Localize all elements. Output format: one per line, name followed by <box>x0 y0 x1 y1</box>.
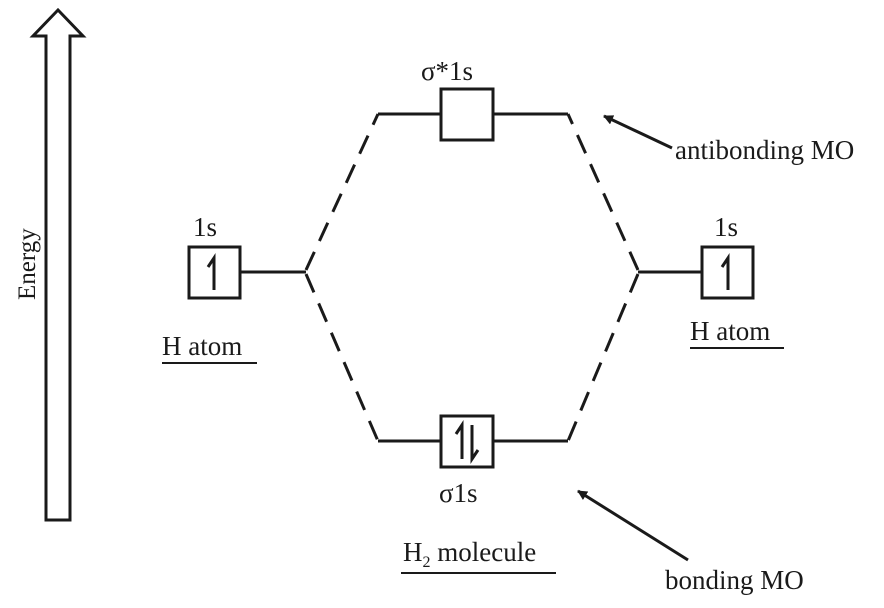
energy-axis-label: Energy <box>14 228 41 300</box>
bonding-annotation: bonding MO <box>665 565 804 595</box>
bonding-pointer-arrow <box>577 489 689 562</box>
antibonding-annotation: antibonding MO <box>675 135 854 165</box>
energy-axis-arrow <box>29 7 87 522</box>
left-atom-orbital-label: 1s <box>193 212 217 242</box>
molecule-label: H2 molecule <box>403 537 536 571</box>
left-atom-electron-up-icon <box>206 253 216 290</box>
right-atom-electron-up-icon <box>720 253 730 290</box>
left-atom-name: H atom <box>162 331 242 361</box>
antibonding-pointer-arrow <box>603 114 673 150</box>
correlation-right-bonding <box>566 273 640 442</box>
right-atom-orbital-label: 1s <box>714 212 738 242</box>
correlation-left-bonding <box>304 273 380 442</box>
antibonding-orbital-label: σ*1s <box>421 56 473 86</box>
correlation-left-antibonding <box>304 113 380 271</box>
bonding-orbital-label: σ1s <box>439 478 478 508</box>
bonding-electron-pair-icon <box>454 420 480 464</box>
antibonding-orbital-box <box>439 87 495 142</box>
bonding-orbital-box <box>439 414 495 469</box>
right-atom-name: H atom <box>690 316 770 346</box>
correlation-right-antibonding <box>566 113 640 271</box>
